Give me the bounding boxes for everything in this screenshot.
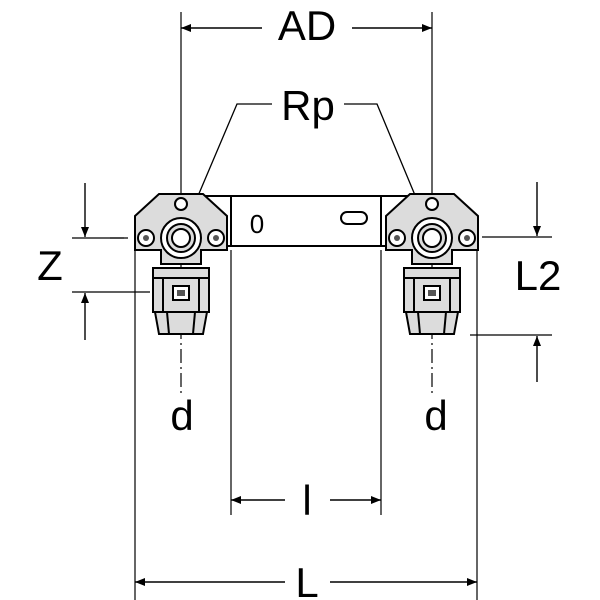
right-screw-hole-top: [425, 197, 439, 211]
left-connector-sleeve: [153, 311, 209, 335]
left-connector-indicator: [177, 290, 185, 296]
plate-mark: 0: [250, 209, 264, 239]
ad-label: AD: [278, 2, 336, 49]
plate-slot: [340, 211, 368, 225]
right-sleeve-rib-2: [443, 311, 447, 335]
left-screw-hole-top: [174, 197, 188, 211]
rp-leader-right: [344, 103, 433, 237]
right-connector-sleeve: [404, 311, 460, 335]
rp-label: Rp: [281, 82, 335, 129]
right-connector-indicator: [428, 290, 436, 296]
right-fitting: [385, 193, 479, 335]
left-fitting: [134, 193, 228, 335]
left-sleeve-rib-2: [192, 311, 196, 335]
d-right-label: d: [424, 392, 447, 439]
rp-leader-left: [180, 103, 272, 237]
left-sleeve-rib: [166, 311, 170, 335]
left-screw-hole-left-inner: [143, 235, 149, 241]
l2-label: L2: [515, 252, 562, 299]
left-screw-hole-right-inner: [213, 235, 219, 241]
right-thread-bore: [422, 228, 442, 248]
dimension-lines: [81, 24, 541, 586]
right-screw-hole-right-inner: [464, 235, 470, 241]
right-screw-hole-left-inner: [394, 235, 400, 241]
d-left-label: d: [170, 392, 193, 439]
extension-lines: [72, 12, 552, 600]
rp-leaders: [180, 103, 433, 237]
left-thread-bore: [171, 228, 191, 248]
right-sleeve-rib: [417, 311, 421, 335]
z-label: Z: [37, 242, 63, 289]
l-small-label: l: [302, 477, 311, 524]
l-total-label: L: [295, 559, 318, 600]
